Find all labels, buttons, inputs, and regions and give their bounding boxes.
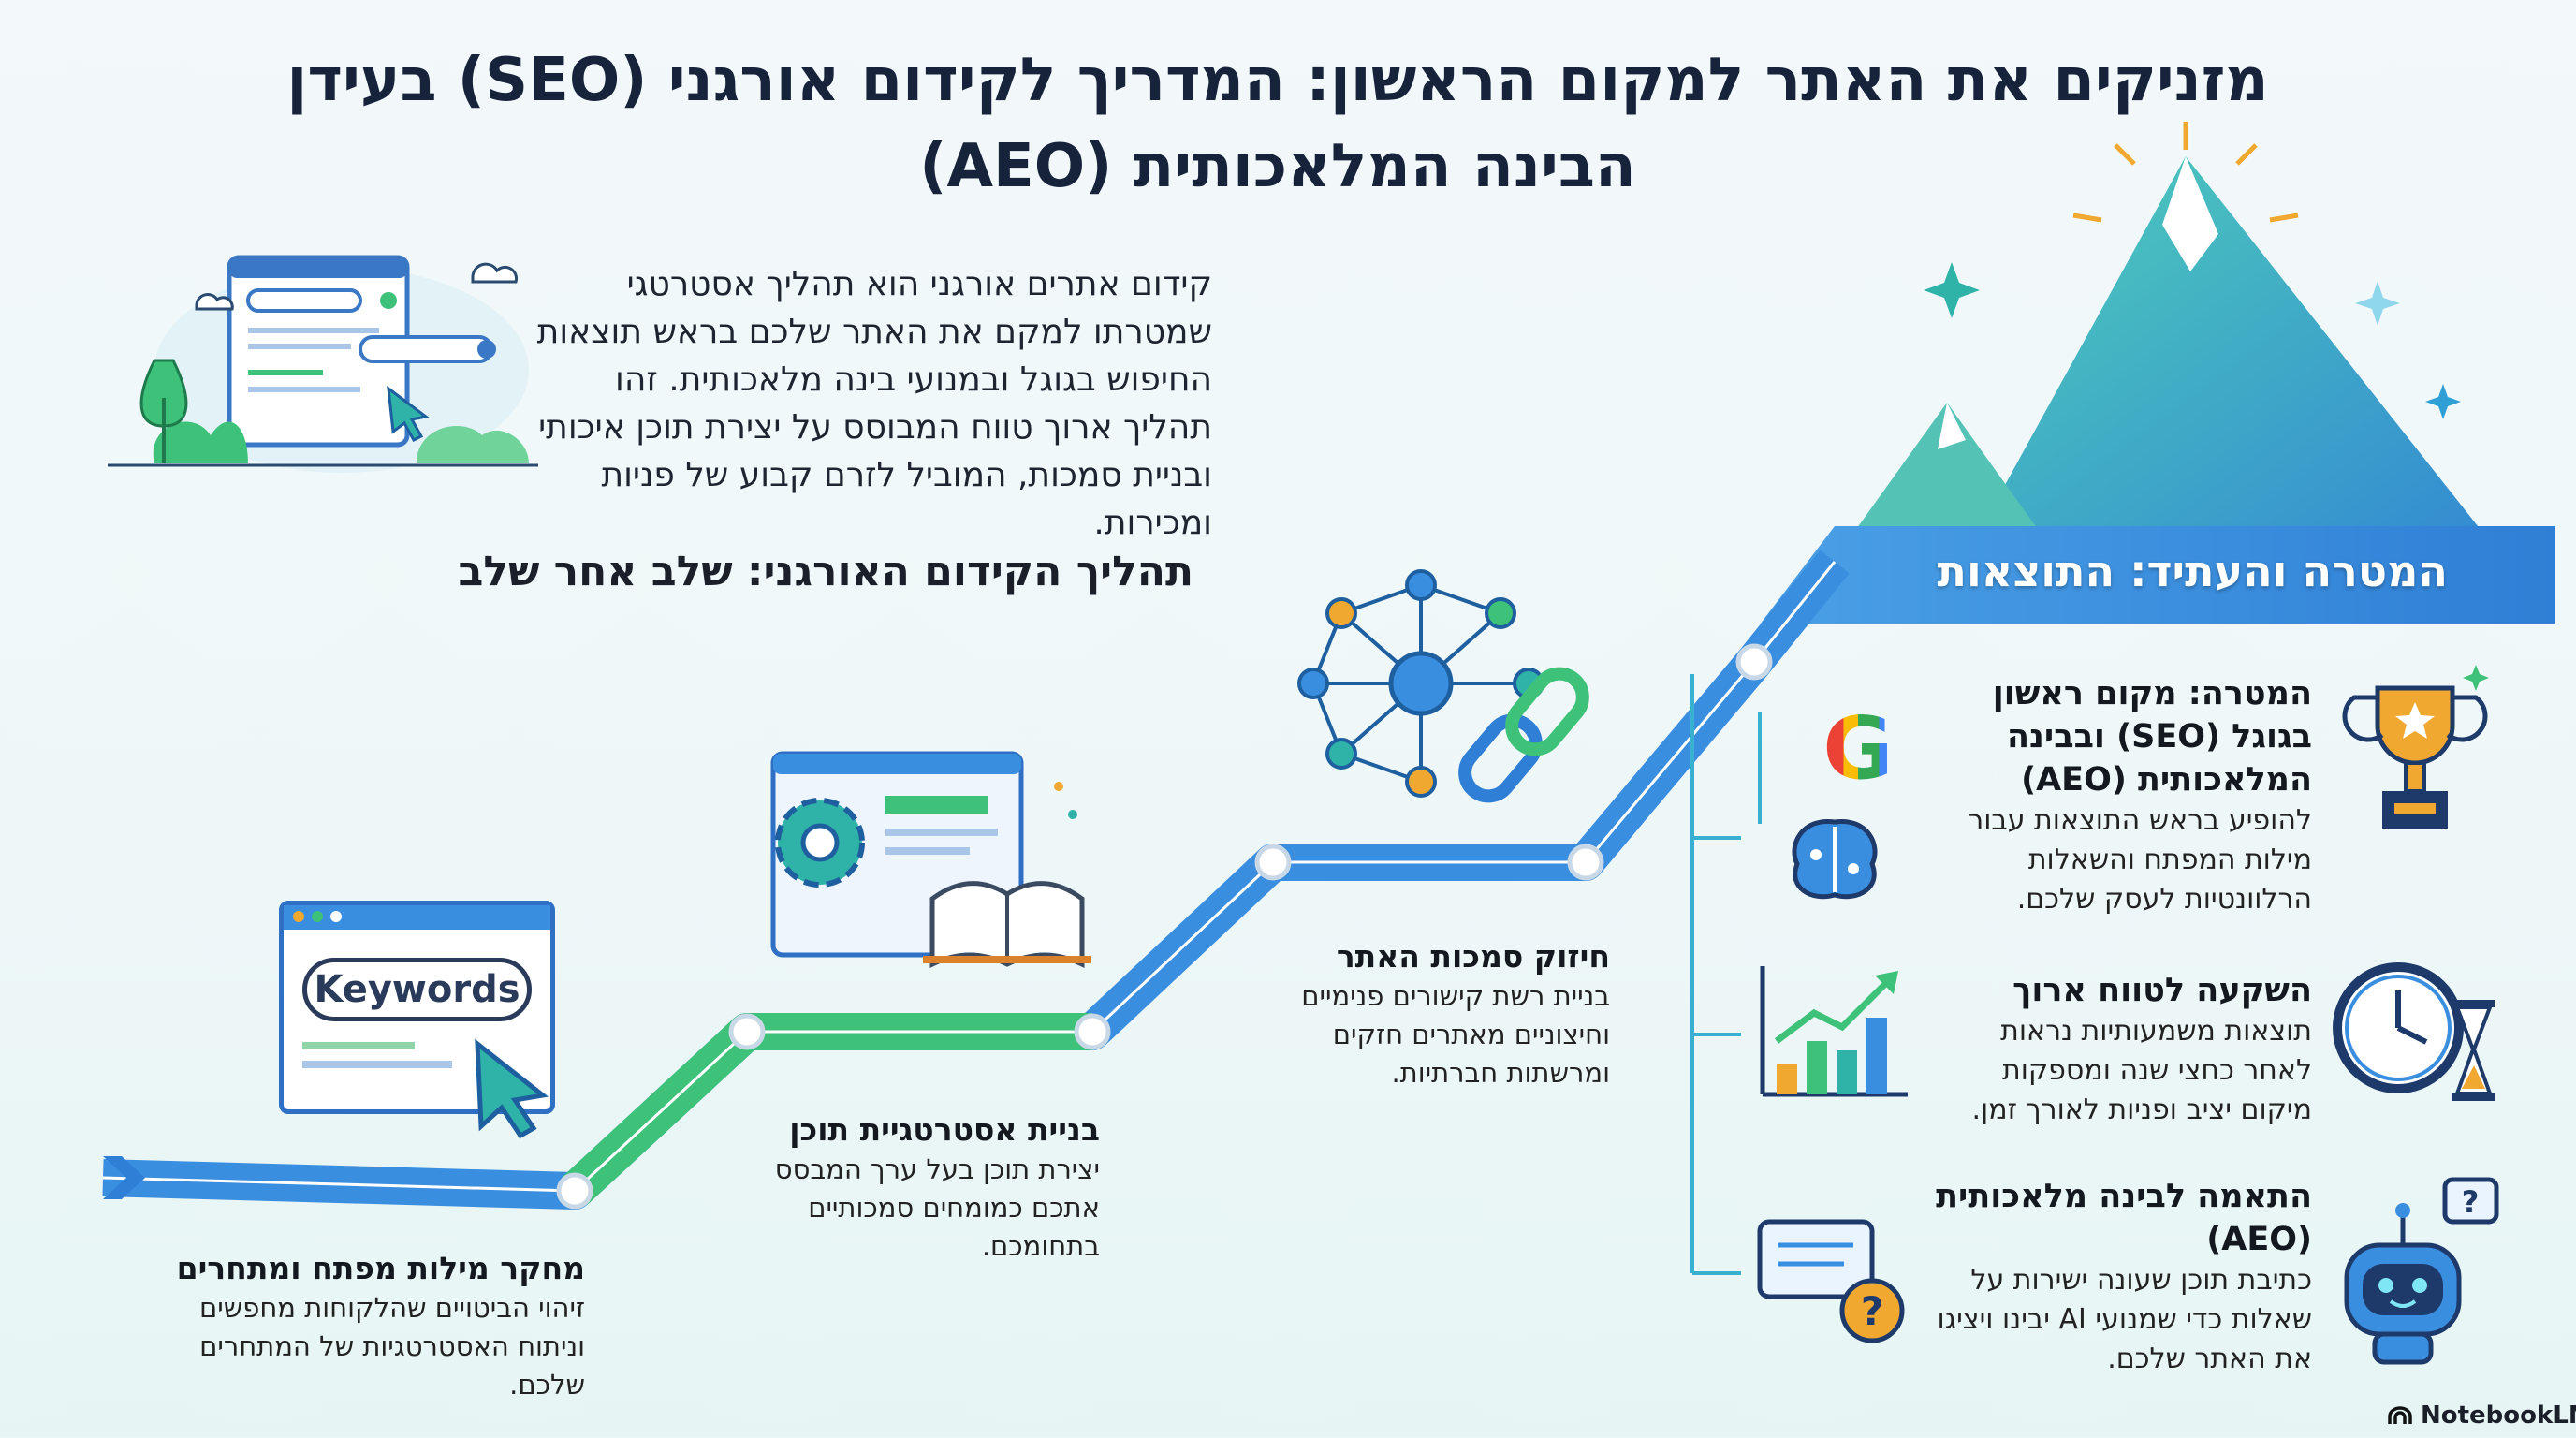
page-title: מזניקים את האתר למקום הראשון: המדריך לקי… <box>286 46 2269 201</box>
result-title: התאמה לבינה מלאכותית (AEO) <box>1936 1178 2312 1258</box>
keywords-browser-icon: Keywords <box>279 901 555 1114</box>
clock-hourglass-icon <box>2333 962 2495 1101</box>
growth-chart-icon <box>1760 966 1908 1097</box>
step-title: בניית אסטרטגיית תוכן <box>789 1111 1100 1148</box>
search-browser-illustration <box>108 255 538 473</box>
link-network-icon <box>1297 569 1589 803</box>
start-arrow-icon <box>103 1156 145 1199</box>
step-body: יצירת תוכן בעל ערך המבסס אתכם כמומחים סמ… <box>774 1153 1100 1262</box>
trophy-icon <box>2342 665 2489 829</box>
result-long-term: השקעה לטווח ארוך תוצאות משמעותיות נראות … <box>1928 969 2312 1130</box>
step-title: חיזוק סמכות האתר <box>1336 938 1610 975</box>
intro-paragraph: קידום אתרים אורגני הוא תהליך אסטרטגי שמט… <box>536 265 1212 542</box>
robot-ai-icon: ? <box>2344 1177 2499 1365</box>
path-node <box>1254 844 1292 881</box>
result-title: השקעה לטווח ארוך <box>2012 972 2312 1009</box>
notebooklm-logo: NotebookLM <box>2387 1401 2576 1430</box>
result-title: המטרה: מקום ראשון בגוגל (SEO) ובבינה המל… <box>1992 675 2312 799</box>
svg-text:?: ? <box>1861 1288 1883 1334</box>
path-node <box>1567 844 1604 881</box>
path-node <box>556 1172 593 1210</box>
brain-ai-icon <box>1792 819 1878 900</box>
result-body: להופיע בראש התוצאות עבור מילות המפתח והש… <box>1968 804 2312 916</box>
step-body: בניית רשת קישורים פנימיים וחיצוניים מאתר… <box>1301 980 1610 1089</box>
mountain-illustration <box>1760 122 2555 624</box>
brand-name: NotebookLM <box>2421 1401 2576 1430</box>
path-node <box>728 1013 766 1050</box>
google-icon: G <box>1816 706 1900 792</box>
step-title: מחקר מילות מפתח ומתחרים <box>176 1250 585 1286</box>
result-aeo: התאמה לבינה מלאכותית (AEO) כתיבת תוכן שע… <box>1928 1175 2312 1379</box>
step-keyword-research: מחקר מילות מפתח ומתחרים זיהוי הביטויים ש… <box>168 1248 585 1404</box>
result-body: תוצאות משמעותיות נראות לאחר כחצי שנה ומס… <box>1971 1015 2312 1126</box>
chat-question-icon: ? <box>1757 1219 1905 1343</box>
cursor-icon <box>475 1038 549 1139</box>
keywords-badge: Keywords <box>302 958 532 1021</box>
content-strategy-icon <box>770 751 1091 969</box>
step-site-authority: חיזוק סמכות האתר בניית רשת קישורים פנימי… <box>1296 936 1610 1093</box>
results-banner: המטרה והעתיד: התוצאות <box>1937 546 2448 596</box>
svg-text:?: ? <box>2462 1184 2480 1220</box>
notebooklm-icon <box>2388 1406 2412 1424</box>
process-heading: תהליך הקידום האורגני: שלב אחר שלב <box>458 548 1193 595</box>
result-goal: המטרה: מקום ראשון בגוגל (SEO) ובבינה המל… <box>1928 672 2312 919</box>
step-content-strategy: בניית אסטרטגיית תוכן יצירת תוכן בעל ערך … <box>768 1109 1100 1266</box>
path-node <box>1735 643 1773 681</box>
step-body: זיהוי הביטויים שהלקוחות מחפשים וניתוח הא… <box>198 1292 585 1401</box>
result-body: כתיבת תוכן שעונה ישירות על שאלות כדי שמנ… <box>1937 1264 2312 1375</box>
path-node <box>1074 1013 1111 1050</box>
